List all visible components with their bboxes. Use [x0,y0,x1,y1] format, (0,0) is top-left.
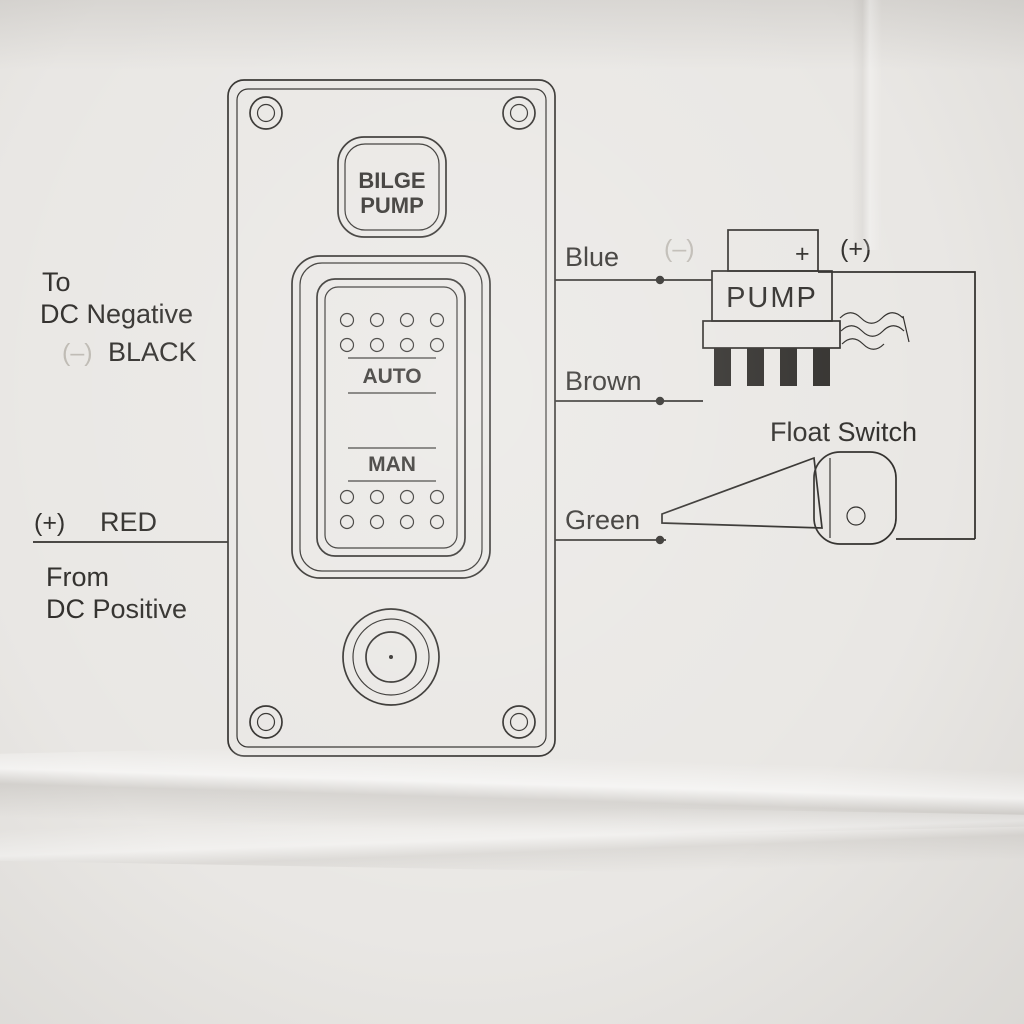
mounting-hole-top-left [249,96,283,130]
dc-positive-labels: (+) RED From DC Positive [33,507,228,624]
float-switch-body [813,451,897,545]
rocker-bezel-outer [291,255,491,579]
from-label: From [46,562,109,592]
float-switch-lever [661,456,823,529]
negative-sign: (–) [62,339,93,367]
float-switch-pivot [846,506,866,526]
red-wire-label: RED [100,507,157,537]
pump-flange [702,320,841,349]
plate-text-line1: BILGE [358,168,425,193]
plate-outline-outer [337,136,447,238]
push-button-ring-outer [342,608,440,706]
pump-plus-terminal-label: + [795,240,810,268]
plate-text-line2: PUMP [360,193,424,218]
rocker-button-outline [316,278,466,557]
dc-positive-label: DC Positive [46,594,187,624]
pump-label: PUMP [726,282,818,314]
bilge-pump-label-plate: BILGE PUMP [337,136,447,238]
junction-dot-green [655,535,665,545]
to-label: To [42,267,71,297]
auto-label: AUTO [362,365,421,388]
float-switch: Float Switch [661,417,917,545]
pump-strainer-slots [714,348,830,386]
push-button [342,608,440,706]
wiring: Blue Brown Green [555,242,976,545]
rocker-grip-dots-top [339,312,445,353]
rocker-button-face [324,286,458,549]
brown-wire-label: Brown [565,366,642,396]
push-button-ring-inner [365,631,417,683]
float-switch-label: Float Switch [770,417,917,447]
dc-negative-labels: To DC Negative (–) BLACK [40,267,197,367]
rocker-bezel-inner [299,262,483,572]
pump-negative-terminal-label: (–) [664,235,695,263]
mounting-hole-top-right [502,96,536,130]
switch-panel: BILGE PUMP AUTO MAN [227,79,556,757]
push-button-ring-middle [352,618,430,696]
positive-sign: (+) [34,509,65,537]
plate-outline-inner [344,143,440,231]
mounting-hole-bottom-right [502,705,536,739]
black-wire-label: BLACK [108,337,197,367]
junction-dot-brown [655,396,665,406]
mounting-hole-bottom-left [249,705,283,739]
junction-dot-blue [655,275,665,285]
dc-negative-label: DC Negative [40,299,193,329]
man-label: MAN [368,453,416,476]
push-button-center-dot [389,655,393,659]
rocker-grip-dots-bottom [339,489,445,530]
positive-feed-line [818,271,976,539]
bilge-pump-unit: (–) + (+) PUMP [664,229,910,386]
green-wire-label: Green [565,505,640,535]
pump-hose [839,312,910,350]
pump-positive-sign: (+) [840,235,871,263]
blue-wire-label: Blue [565,242,619,272]
rocker-switch: AUTO MAN [291,255,491,579]
